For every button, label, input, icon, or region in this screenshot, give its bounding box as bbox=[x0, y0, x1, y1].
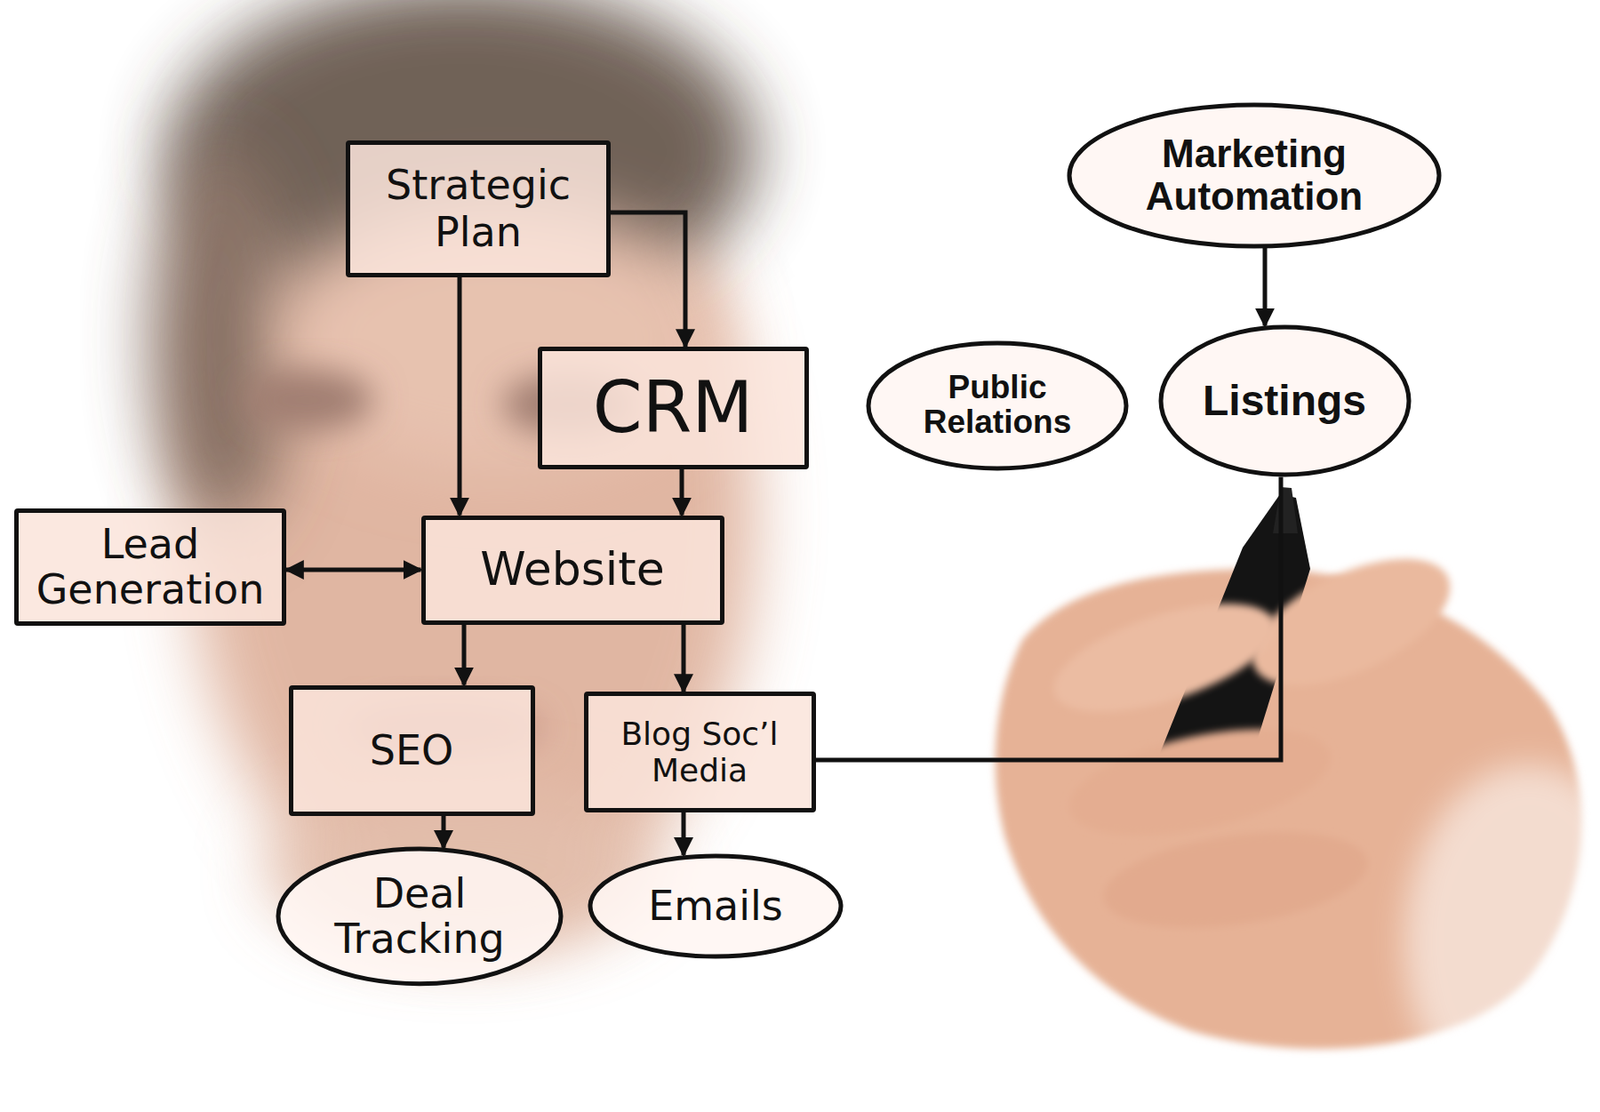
hand-fade bbox=[1404, 764, 1600, 1112]
node-label: Public Relations bbox=[908, 370, 1087, 440]
node-label: Emails bbox=[648, 883, 784, 929]
node-label: Blog Soc’l Media bbox=[600, 715, 800, 790]
ellipse-shape bbox=[868, 343, 1127, 469]
connector-arrow bbox=[1263, 248, 1268, 327]
connector-arrow bbox=[816, 477, 1282, 761]
ellipse-shape bbox=[278, 848, 561, 984]
index-finger bbox=[1041, 581, 1288, 735]
hand-with-marker bbox=[995, 487, 1600, 1112]
connector-arrow bbox=[441, 816, 447, 848]
connector-arrow bbox=[680, 469, 685, 516]
marker-tip bbox=[1272, 487, 1298, 534]
node-label: Strategic Plan bbox=[361, 161, 595, 256]
process-box: Website bbox=[421, 515, 725, 625]
node-label: Listings bbox=[1202, 377, 1367, 425]
process-ellipse: Marketing Automation bbox=[1066, 102, 1442, 249]
connector-arrow bbox=[286, 568, 422, 573]
connector-arrow bbox=[610, 212, 686, 347]
process-box: CRM bbox=[537, 346, 809, 470]
connector-arrow bbox=[681, 812, 687, 856]
node-label: CRM bbox=[592, 368, 753, 448]
ellipse-shape bbox=[1069, 104, 1440, 247]
node-label: SEO bbox=[369, 728, 454, 774]
hair-side bbox=[151, 142, 294, 534]
connector-arrow bbox=[457, 277, 463, 516]
process-ellipse: Listings bbox=[1158, 324, 1412, 478]
process-box: Strategic Plan bbox=[345, 140, 611, 278]
process-box: Blog Soc’l Media bbox=[584, 691, 816, 813]
node-label: Lead Generation bbox=[30, 521, 271, 612]
node-label: Website bbox=[480, 544, 664, 595]
ring-finger bbox=[1097, 817, 1375, 944]
node-label: Deal Tracking bbox=[321, 871, 518, 961]
ellipse-shape bbox=[1160, 327, 1409, 475]
node-label: Marketing Automation bbox=[1125, 132, 1384, 219]
eye bbox=[240, 368, 374, 432]
process-ellipse: Public Relations bbox=[865, 340, 1129, 472]
connector-arrow bbox=[681, 624, 687, 693]
ellipse-shape bbox=[590, 856, 841, 957]
process-box: Lead Generation bbox=[14, 508, 287, 625]
process-ellipse: Emails bbox=[587, 853, 844, 960]
process-box: SEO bbox=[288, 685, 536, 816]
process-ellipse: Deal Tracking bbox=[275, 846, 564, 987]
connector-arrow bbox=[462, 624, 467, 686]
